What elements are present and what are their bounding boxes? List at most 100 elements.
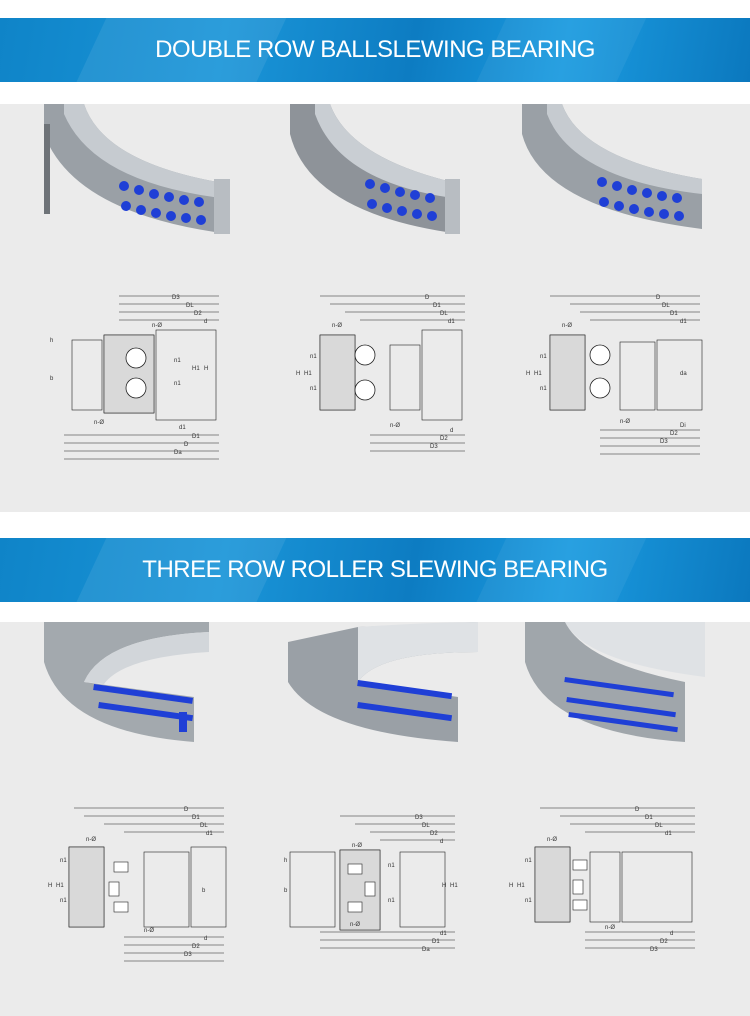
dim-label: n-Ø [352,843,362,849]
dim-label: n1 [60,898,67,904]
dim-label: D2 [440,436,448,442]
dim-label: h [284,858,287,864]
dim-label: n-Ø [332,323,342,329]
dim-label: D3 [184,952,192,958]
dim-label: n1 [540,386,547,392]
cross-section-drawing-4: D D1 DL d1 n-Ø n1 H H1 n1 n-Ø b D2 d D3 [44,802,234,972]
dim-label: H [296,371,300,377]
dim-label: H1 [534,371,542,377]
dim-label: n-Ø [547,837,557,843]
dim-label: D2 [194,311,202,317]
dim-label: H1 [450,883,458,889]
dim-label: D3 [660,439,668,445]
dim-label: n1 [310,354,317,360]
section-banner-double-row: DOUBLE ROW BALLSLEWING BEARING [0,18,750,82]
dim-label: b [202,888,206,894]
bearing-photo-1 [44,104,244,239]
dim-label: b [50,376,54,382]
dim-label: D3 [430,444,438,450]
dim-label: DL [662,303,670,309]
dim-label: d1 [179,425,186,431]
dim-label: D [425,295,430,301]
dim-label: D [184,807,189,813]
dim-label: D [184,442,189,448]
dim-label: D1 [192,815,200,821]
dim-label: H1 [56,883,64,889]
dim-label: D1 [433,303,441,309]
bearing-photo-6 [525,622,705,752]
dim-label: d1 [665,831,672,837]
dim-label: d [204,936,207,942]
dim-label: H1 [304,371,312,377]
dim-label: H1 [192,366,200,372]
dim-label: n-Ø [94,420,104,426]
dim-label: D3 [650,947,658,953]
cross-section-drawing-6: D D1 DL d1 n-Ø n1 H H1 n1 n-Ø d D2 D3 [505,802,700,972]
product-panel-double-row: D3 DL D2 d n-Ø h b H H1 n1 n1 n-Ø d1 D1 … [0,104,750,512]
dim-label: D1 [670,311,678,317]
dim-label: d1 [440,931,447,937]
dim-label: H [48,883,52,889]
bearing-photo-3 [522,104,712,239]
dim-label: D2 [192,944,200,950]
dim-label: n-Ø [605,925,615,931]
dim-label: D2 [430,831,438,837]
dim-label: D3 [415,815,423,821]
cross-section-drawing-1: D3 DL D2 d n-Ø h b H H1 n1 n1 n-Ø d1 D1 … [44,290,234,465]
dim-label: n-Ø [152,323,162,329]
product-panel-three-row: D D1 DL d1 n-Ø n1 H H1 n1 n-Ø b D2 d D3 [0,622,750,1016]
dim-label: d [450,428,453,434]
dim-label: d1 [448,319,455,325]
dim-label: D [635,807,640,813]
dim-label: b [284,888,288,894]
dim-label: DL [655,823,663,829]
dim-label: H [526,371,530,377]
cross-section-drawing-5: D3 DL D2 d n-Ø h b n1 H H1 n-Ø n1 d1 D1 … [280,802,465,972]
dim-label: d1 [680,319,687,325]
dim-label: Di [680,423,686,429]
section-title: DOUBLE ROW BALLSLEWING BEARING [155,36,595,63]
dim-label: D1 [192,434,200,440]
dim-label: d [204,319,207,325]
dim-label: n1 [310,386,317,392]
dim-label: H1 [517,883,525,889]
dim-label: n1 [174,381,181,387]
dim-label: DL [200,823,208,829]
dim-label: Da [422,947,430,953]
cross-section-drawing-3: D DL D1 d1 n-Ø n1 H H1 n1 n-Ø da Di D2 D… [520,290,710,465]
dim-label: D2 [670,431,678,437]
dim-label: DL [422,823,430,829]
dim-label: d1 [206,831,213,837]
dim-label: D3 [172,295,180,301]
dim-label: n1 [388,898,395,904]
dim-label: n-Ø [350,922,360,928]
dim-label: H [204,366,208,372]
section-banner-three-row: THREE ROW ROLLER SLEWING BEARING [0,538,750,602]
dim-label: n-Ø [620,419,630,425]
dim-label: Da [174,450,182,456]
dim-label: H [509,883,513,889]
dim-label: n1 [174,358,181,364]
dim-label: d [670,931,673,937]
dim-label: n1 [525,858,532,864]
dim-label: n-Ø [390,423,400,429]
dim-label: n-Ø [86,837,96,843]
dim-label: h [50,338,53,344]
bearing-photo-5 [288,622,478,752]
dim-label: D2 [660,939,668,945]
dim-label: n1 [388,863,395,869]
dim-label: n-Ø [144,928,154,934]
dim-label: DL [186,303,194,309]
dim-label: da [680,371,687,377]
dim-label: n-Ø [562,323,572,329]
dim-label: H [442,883,446,889]
dim-label: d [440,839,443,845]
dim-label: n1 [60,858,67,864]
dim-label: DL [440,311,448,317]
bearing-photo-4 [44,622,214,752]
dim-label: n1 [540,354,547,360]
dim-label: n1 [525,898,532,904]
dim-label: D1 [645,815,653,821]
cross-section-drawing-2: D D1 DL d1 n-Ø n1 H H1 n-Ø n1 d D2 D3 [290,290,475,465]
dim-label: D [656,295,661,301]
